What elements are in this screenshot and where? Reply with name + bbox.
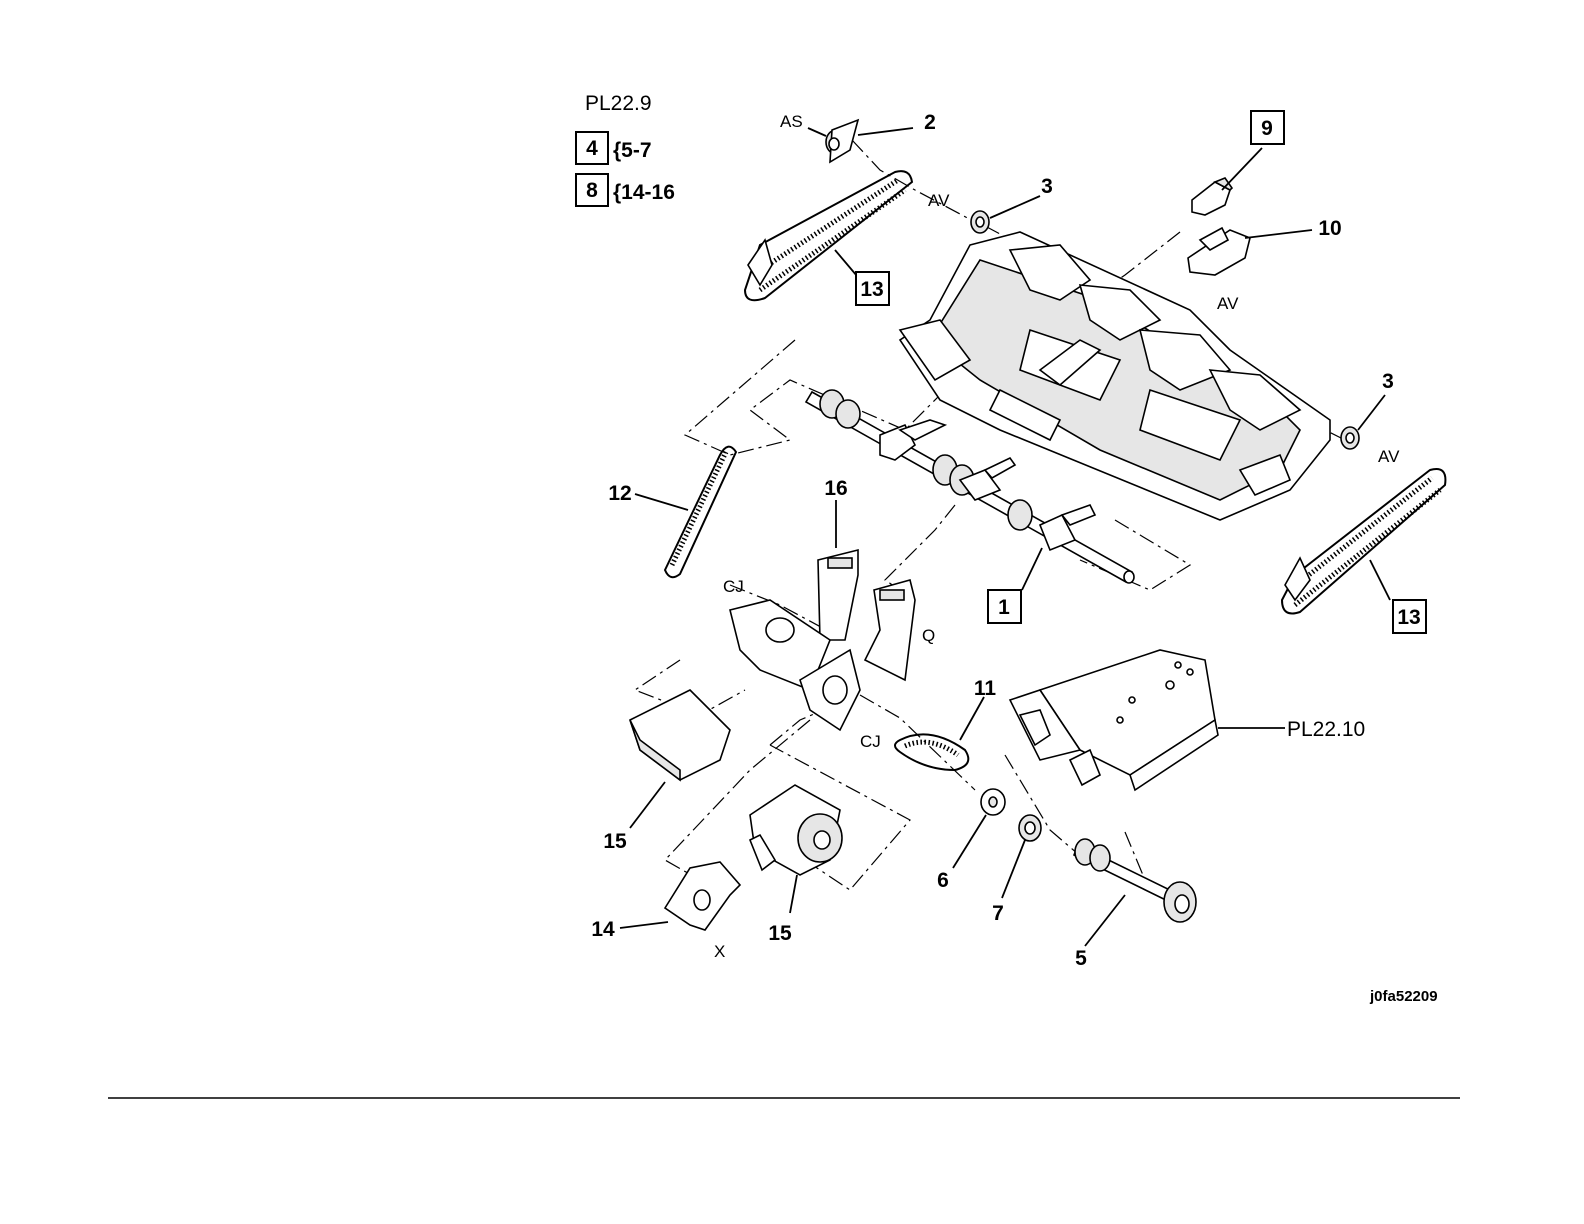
page-ref-title: PL22.9: [585, 92, 652, 115]
ref-av-bracket: AV: [1217, 294, 1239, 313]
shaft-5: [1074, 839, 1196, 922]
callout-3-lower: 3: [1382, 370, 1394, 393]
callout-2: 2: [924, 111, 936, 134]
bracket-14: [665, 862, 740, 930]
belt-11: [895, 734, 968, 770]
ref-av-upper: AV: [928, 191, 950, 210]
bearing-3-upper: [971, 211, 989, 233]
callout-3-upper: 3: [1041, 175, 1053, 198]
motor-15-left: [630, 690, 730, 780]
group-range-8: {14-16: [613, 181, 675, 204]
bracket-16: [818, 550, 858, 640]
callout-11: 11: [974, 677, 997, 700]
bearing-3-lower: [1341, 427, 1359, 449]
bracket-10: [1188, 228, 1250, 275]
ref-q: Q: [922, 626, 935, 645]
ref-x: X: [714, 942, 725, 961]
ref-as: AS: [780, 112, 803, 131]
callout-15-left: 15: [603, 830, 627, 853]
group-box-4-label: 4: [586, 137, 598, 160]
pulley-6: [981, 789, 1005, 815]
side-frame-assembly: [1010, 650, 1218, 790]
ref-cj-upper: CJ: [723, 577, 744, 596]
callout-14: 14: [591, 918, 615, 941]
callout-7: 7: [992, 902, 1004, 925]
gear-7: [1019, 815, 1041, 841]
callout-13-lower: 13: [1397, 606, 1420, 629]
callout-15-right: 15: [768, 922, 792, 945]
sensor-9: [1192, 178, 1232, 215]
callout-13-upper: 13: [860, 278, 883, 301]
group-box-8-label: 8: [586, 179, 598, 202]
callout-6: 6: [937, 869, 949, 892]
belt-13-lower: [1282, 469, 1445, 614]
callout-10: 10: [1318, 217, 1341, 240]
external-ref-pl22-10: PL22.10: [1287, 718, 1365, 741]
belt-12: [665, 447, 736, 578]
group-range-4: {5-7: [613, 139, 652, 162]
callout-16: 16: [824, 477, 847, 500]
callout-12: 12: [608, 482, 631, 505]
bracket-q: [865, 580, 915, 680]
pulley-2: [826, 120, 858, 162]
motor-15-right: [750, 785, 842, 875]
callout-5: 5: [1075, 947, 1087, 970]
ref-av-lower: AV: [1378, 447, 1400, 466]
callout-9: 9: [1261, 117, 1273, 140]
figure-code: j0fa52209: [1369, 988, 1438, 1005]
callout-1: 1: [998, 596, 1010, 619]
ref-cj-lower: CJ: [860, 732, 881, 751]
